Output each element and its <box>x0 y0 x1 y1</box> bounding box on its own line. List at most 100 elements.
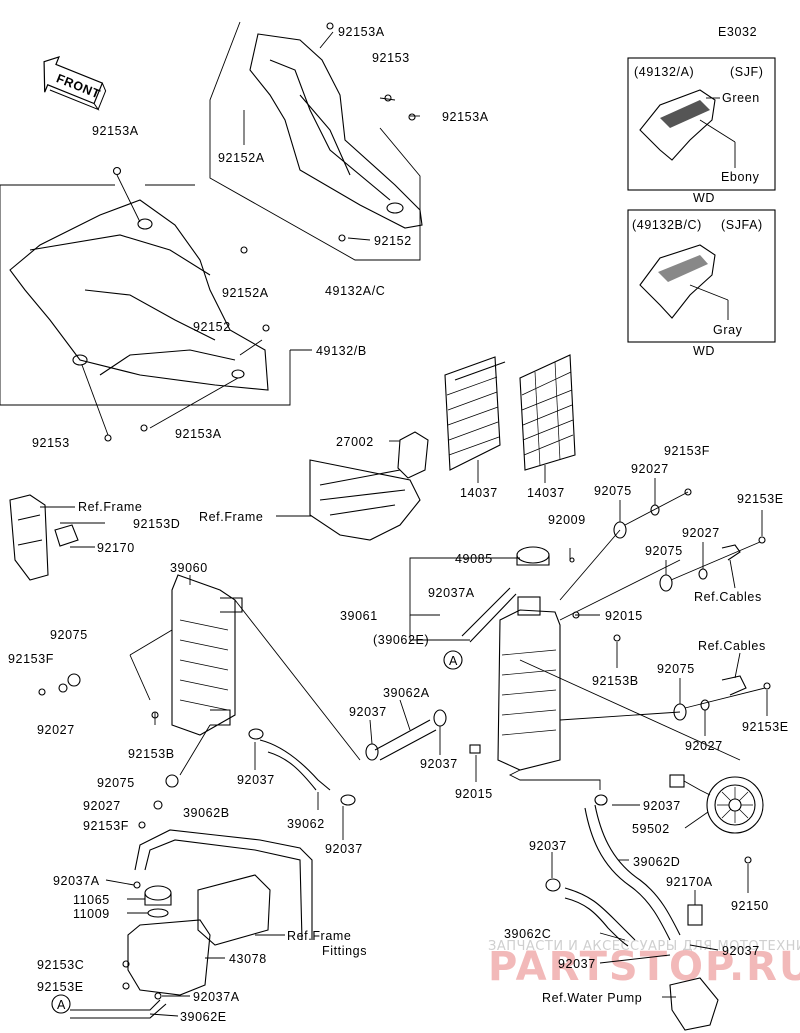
frame-part <box>309 459 421 541</box>
hose-39062E-upper <box>461 587 517 643</box>
hose-39062D-inner <box>584 807 671 941</box>
hose-39062C-inner <box>564 897 629 947</box>
fan-connector <box>669 774 685 788</box>
label-92153D: 92153D <box>133 517 180 531</box>
label-39062E-paren: (39062E) <box>373 633 429 647</box>
label-11065: 11065 <box>73 893 110 907</box>
bolt-icon <box>112 166 122 176</box>
label-92027-right-b: 92027 <box>682 526 720 540</box>
label-92027-right-c: 92027 <box>685 739 723 753</box>
leader <box>684 687 766 709</box>
label-92152A-left: 92152A <box>222 286 269 300</box>
variant-frame <box>627 209 776 343</box>
hose-39062B-inner <box>144 839 303 941</box>
shroud-hole <box>72 354 88 366</box>
bolt-icon <box>138 821 146 829</box>
leader <box>379 97 396 101</box>
frame-bracket-small <box>9 494 105 581</box>
variant-graphic <box>658 255 708 282</box>
clamp-icon <box>154 992 162 1000</box>
label-92152-left: 92152 <box>193 320 231 334</box>
leader <box>319 31 334 49</box>
frame-bracket-part <box>9 494 49 581</box>
label-92015-bottom: 92015 <box>455 787 493 801</box>
label-92075-lower: 92075 <box>97 776 135 790</box>
shroud-upper-part <box>249 33 423 229</box>
clamp-icon <box>133 881 141 889</box>
label-92027-left: 92027 <box>37 723 75 737</box>
label-92037-g: 92037 <box>722 944 760 958</box>
variant-1-model: (SJF) <box>730 65 764 79</box>
bolt-icon <box>408 113 416 121</box>
leader <box>105 879 135 886</box>
fan-blades <box>717 787 753 823</box>
variant-box-2 <box>627 209 776 343</box>
leader <box>239 339 263 356</box>
washer-icon <box>58 683 68 693</box>
label-92153B-right: 92153B <box>592 674 639 688</box>
leader <box>369 719 373 745</box>
leader <box>599 932 626 941</box>
label-92037-d: 92037 <box>420 757 458 771</box>
leader <box>519 659 741 761</box>
variant-1-code: (49132/A) <box>634 65 694 79</box>
leader <box>559 529 621 601</box>
bolt-icon <box>384 94 392 102</box>
bolt-icon <box>763 682 771 690</box>
label-39062C: 39062C <box>504 927 551 941</box>
variant-2-model: (SJFA) <box>721 218 763 232</box>
leader <box>699 119 736 143</box>
callout-a-bottom-text: A <box>57 998 66 1012</box>
clamp-icon <box>433 709 447 727</box>
variant-1-note: WD <box>693 191 715 205</box>
label-92037-e: 92037 <box>643 799 681 813</box>
label-92153E-right-b: 92153E <box>742 720 789 734</box>
washer-icon <box>650 504 660 516</box>
guard-2 <box>519 354 576 471</box>
label-92170A: 92170A <box>666 875 713 889</box>
label-92015-top: 92015 <box>605 609 643 623</box>
washer-icon <box>698 568 708 580</box>
leader <box>149 1013 179 1017</box>
tank-43078 <box>127 919 211 996</box>
radiator-left-fins <box>179 619 229 711</box>
clamp-icon <box>365 743 379 761</box>
shroud-upper-group <box>209 21 423 261</box>
leader <box>234 599 361 761</box>
leader <box>599 954 671 964</box>
bolt-icon <box>151 711 159 719</box>
shroud-hole <box>386 202 404 214</box>
shroud-hole <box>137 218 153 230</box>
shroud-left-detail <box>29 234 211 276</box>
radiator-left-inlet <box>210 709 231 726</box>
bolt-icon <box>569 557 575 563</box>
diagram-code: E3032 <box>718 25 757 39</box>
callout-a-right: A <box>443 650 463 670</box>
hose-39062A-line <box>374 719 437 761</box>
label-14037-a: 14037 <box>460 486 498 500</box>
label-92153A-mid: 92153A <box>442 110 489 124</box>
bolt-icon <box>38 688 46 696</box>
cable-clip <box>721 544 741 561</box>
label-92153E-right-a: 92153E <box>737 492 784 506</box>
label-92153A-bottom: 92153A <box>175 427 222 441</box>
variant-graphic <box>660 100 710 128</box>
hose-39062-line2 <box>267 751 317 791</box>
label-92153E-left: 92153E <box>37 980 84 994</box>
bolt-icon <box>104 434 112 442</box>
leader <box>129 629 173 656</box>
guard-1-slats <box>446 376 500 456</box>
bracket-49132b <box>0 185 291 406</box>
label-ref-frame-left: Ref.Frame <box>78 500 142 514</box>
label-14037-b: 14037 <box>527 486 565 500</box>
hose-39062A <box>365 699 447 761</box>
hose-39062-line <box>259 739 331 791</box>
label-92152-top: 92152 <box>374 234 412 248</box>
leader <box>179 724 211 776</box>
frame-bracket-detail <box>17 514 43 546</box>
variant-frame <box>627 57 776 191</box>
bolt-icon <box>744 856 752 864</box>
bracket-39061b <box>409 615 470 641</box>
water-pump <box>669 977 719 1031</box>
